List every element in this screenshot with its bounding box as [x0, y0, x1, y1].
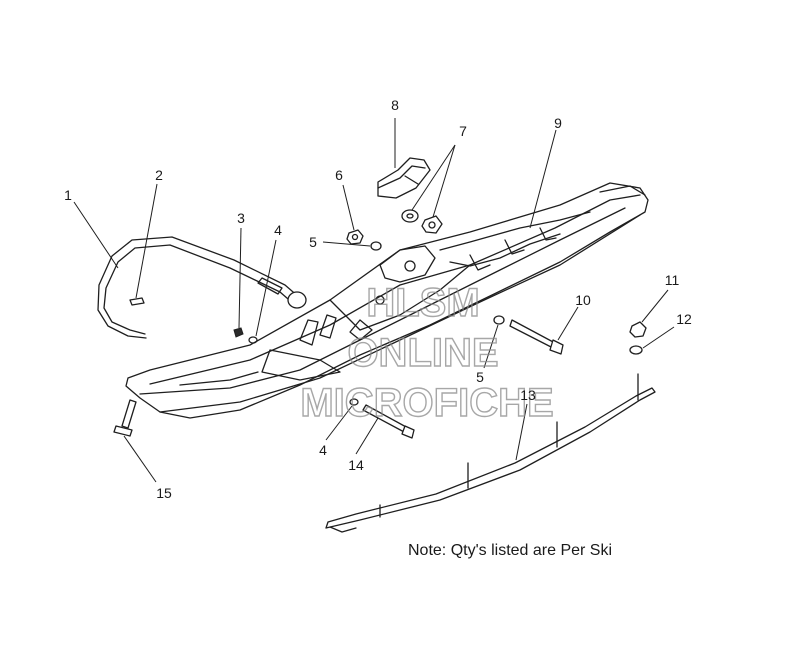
ski-body [125, 182, 649, 419]
callout-7: 7 [459, 123, 467, 139]
callout-14: 14 [348, 457, 364, 473]
part-5-washer-upper [370, 241, 382, 251]
callout-4: 4 [274, 222, 282, 238]
callout-2: 2 [155, 167, 163, 183]
part-7-washer-a [401, 209, 419, 223]
watermark-line-3: MICROFICHE [300, 381, 553, 425]
part-4-washer-lower [349, 398, 359, 406]
part-13-skag [325, 373, 656, 533]
callout-1: 1 [64, 187, 72, 203]
part-2-clip [129, 297, 145, 306]
callout-5-lower: 5 [476, 369, 484, 385]
callout-13: 13 [520, 387, 536, 403]
callout-5: 5 [309, 234, 317, 250]
callout-10: 10 [575, 292, 591, 308]
watermark-line-1: HLSM [366, 281, 479, 325]
part-6-nut [346, 229, 364, 245]
callout-6: 6 [335, 167, 343, 183]
ski-loop [97, 236, 307, 339]
quantity-note: Note: Qty's listed are Per Ski [408, 542, 612, 559]
part-15-bolt [113, 399, 137, 437]
part-10-bolt [509, 319, 564, 355]
hardware [113, 157, 647, 439]
callout-9: 9 [554, 115, 562, 131]
watermark-line-2: ONLINE [347, 331, 498, 375]
callout-12: 12 [676, 311, 692, 327]
part-4-washer-upper [248, 336, 258, 344]
callout-11: 11 [665, 272, 680, 288]
part-5-washer-lower [493, 315, 505, 325]
part-8-pad [377, 157, 431, 199]
callout-labels: 1 2 3 4 5 6 7 8 9 10 11 12 5 13 4 14 15 [64, 97, 692, 501]
callout-3: 3 [237, 210, 245, 226]
part-7-washer-b [421, 215, 443, 234]
watermark: HLSM ONLINE MICROFICHE [300, 280, 555, 425]
part-3-nut [233, 327, 244, 338]
callout-4-lower: 4 [319, 442, 327, 458]
part-12-washer [629, 345, 643, 355]
callout-15: 15 [156, 485, 172, 501]
part-11-nut [629, 321, 647, 338]
part-14-bolt [362, 404, 415, 439]
leader-lines [73, 118, 675, 483]
callout-8: 8 [391, 97, 399, 113]
